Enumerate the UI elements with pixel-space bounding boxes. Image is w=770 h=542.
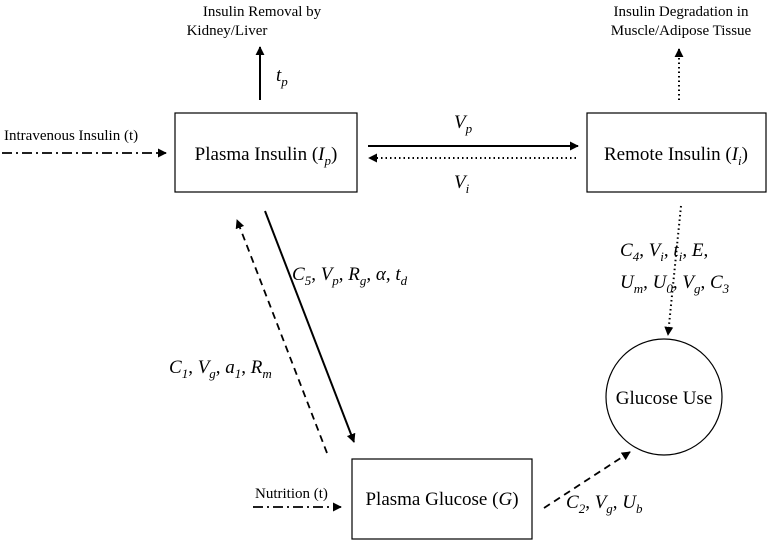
plasma-glucose-box [351,458,533,540]
remote-insulin-label: Remote Insulin (Ii) [604,144,748,168]
muscle-adipose-line1: Insulin Degradation in [614,4,749,20]
vp-label: Vp [454,112,473,136]
arrow-remote-to-glucose-use [664,205,682,336]
arrow-glucose-to-use [543,451,631,509]
c2-label: C2, Vg, Ub [566,492,643,516]
c4-label-line1: C4, Vi, ti, E, [620,240,708,264]
arrow-insulin-to-glucose [264,210,356,443]
glucose-use-circle [605,338,723,456]
plasma-insulin-label: Plasma Insulin (Ip) [195,144,338,168]
plasma-insulin-box [174,112,358,193]
arrow-glucose-to-insulin [235,219,328,454]
nutrition-label: Nutrition (t) [255,486,328,502]
kidney-liver-line1: Insulin Removal by [203,4,322,20]
remote-insulin-box [586,112,767,193]
intravenous-insulin-label: Intravenous Insulin (t) [4,128,138,144]
glucose-use-label: Glucose Use [616,388,713,409]
kidney-liver-line2: Kidney/Liver [187,23,268,39]
c5-label: C5, Vp, Rg, α, td [292,264,408,288]
c1-label: C1, Vg, a1, Rm [169,357,272,381]
muscle-adipose-line2: Muscle/Adipose Tissue [611,23,752,39]
plasma-glucose-label: Plasma Glucose (G) [365,489,518,510]
vi-label: Vi [454,172,470,196]
c4-label-line2: Um, U0, Vg, C3 [620,272,730,296]
tp-label: tp [276,65,288,89]
